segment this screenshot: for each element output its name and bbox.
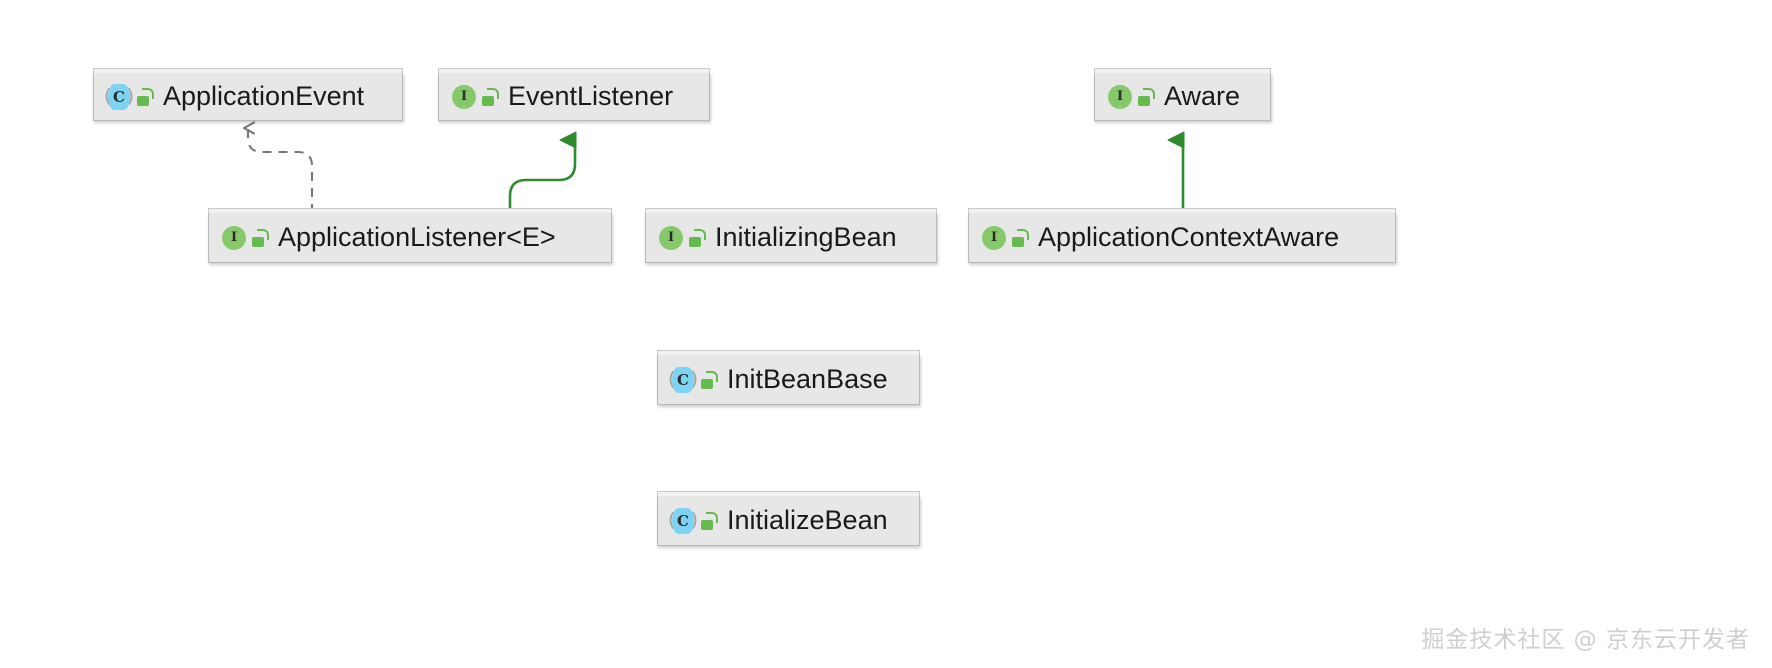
unlocked-padlock-icon bbox=[701, 370, 718, 389]
node-icon-group: ()C bbox=[668, 507, 718, 534]
class-icon: ()C bbox=[668, 366, 698, 393]
unlocked-padlock-icon bbox=[252, 228, 269, 247]
unlocked-padlock-icon bbox=[137, 87, 154, 106]
uml-node-application-event[interactable]: ()C ApplicationEvent bbox=[93, 68, 403, 121]
class-icon-paren-right: ) bbox=[690, 367, 698, 390]
edge-applicationlistener-applicationevent bbox=[242, 121, 314, 213]
class-icon: ()C bbox=[104, 83, 134, 110]
type-glyph: C bbox=[672, 507, 694, 534]
watermark-label: 掘金技术社区 @ 京东云开发者 bbox=[1421, 627, 1750, 653]
uml-node-initializing-bean[interactable]: I InitializingBean bbox=[645, 208, 937, 263]
padlock-shackle bbox=[487, 87, 499, 99]
interface-icon: I bbox=[1107, 84, 1133, 110]
padlock-body bbox=[701, 519, 713, 530]
uml-node-label: InitializeBean bbox=[727, 505, 888, 535]
padlock-body bbox=[701, 378, 713, 389]
padlock-body bbox=[252, 236, 264, 247]
padlock-shackle bbox=[694, 228, 706, 240]
interface-icon: I bbox=[981, 225, 1007, 251]
padlock-shackle bbox=[706, 370, 718, 382]
padlock-body bbox=[137, 95, 149, 106]
unlocked-padlock-icon bbox=[689, 228, 706, 247]
class-icon-paren-left: ( bbox=[104, 86, 111, 106]
uml-node-label: ApplicationEvent bbox=[163, 81, 365, 111]
uml-node-event-listener[interactable]: I EventListener bbox=[438, 68, 710, 121]
node-icon-group: I bbox=[451, 84, 499, 110]
unlocked-padlock-icon bbox=[482, 87, 499, 106]
padlock-shackle bbox=[257, 228, 269, 240]
uml-node-aware[interactable]: I Aware bbox=[1094, 68, 1271, 121]
interface-icon: I bbox=[451, 84, 477, 110]
type-glyph: I bbox=[222, 225, 246, 250]
uml-node-label: InitializingBean bbox=[715, 222, 897, 252]
class-icon-paren-left: ( bbox=[668, 369, 675, 389]
uml-node-label: ApplicationContextAware bbox=[1038, 222, 1340, 252]
padlock-body bbox=[482, 95, 494, 106]
uml-node-init-bean-base[interactable]: ()C InitBeanBase bbox=[657, 350, 920, 405]
padlock-shackle bbox=[1017, 228, 1029, 240]
uml-node-initialize-bean[interactable]: ()C InitializeBean bbox=[657, 491, 920, 546]
uml-node-label: InitBeanBase bbox=[727, 364, 888, 394]
class-icon-paren-right: ) bbox=[126, 84, 134, 107]
padlock-body bbox=[689, 236, 701, 247]
type-glyph: I bbox=[982, 225, 1006, 250]
type-glyph: I bbox=[659, 225, 683, 250]
type-glyph: C bbox=[672, 366, 694, 393]
unlocked-padlock-icon bbox=[701, 511, 718, 530]
class-icon-paren-right: ) bbox=[690, 508, 698, 531]
uml-node-label: ApplicationListener<E> bbox=[278, 222, 556, 252]
class-icon: ()C bbox=[668, 507, 698, 534]
interface-icon: I bbox=[658, 225, 684, 251]
node-icon-group: ()C bbox=[668, 366, 718, 393]
padlock-shackle bbox=[1143, 87, 1155, 99]
edge-applicationlistener-eventlistener bbox=[508, 131, 577, 213]
type-glyph: I bbox=[452, 84, 476, 109]
padlock-shackle bbox=[142, 87, 154, 99]
padlock-shackle bbox=[706, 511, 718, 523]
interface-icon: I bbox=[221, 225, 247, 251]
uml-node-label: Aware bbox=[1164, 81, 1241, 111]
unlocked-padlock-icon bbox=[1012, 228, 1029, 247]
node-icon-group: ()C bbox=[104, 83, 154, 110]
node-icon-group: I bbox=[658, 225, 706, 251]
uml-node-application-listener[interactable]: I ApplicationListener<E> bbox=[208, 208, 612, 263]
unlocked-padlock-icon bbox=[1138, 87, 1155, 106]
node-icon-group: I bbox=[221, 225, 269, 251]
uml-node-label: EventListener bbox=[508, 81, 674, 111]
uml-node-application-context-aware[interactable]: I ApplicationContextAware bbox=[968, 208, 1396, 263]
type-glyph: C bbox=[108, 83, 130, 110]
node-icon-group: I bbox=[981, 225, 1029, 251]
class-icon-paren-left: ( bbox=[668, 510, 675, 530]
padlock-body bbox=[1138, 95, 1150, 106]
type-glyph: I bbox=[1108, 84, 1132, 109]
node-icon-group: I bbox=[1107, 84, 1155, 110]
padlock-body bbox=[1012, 236, 1024, 247]
